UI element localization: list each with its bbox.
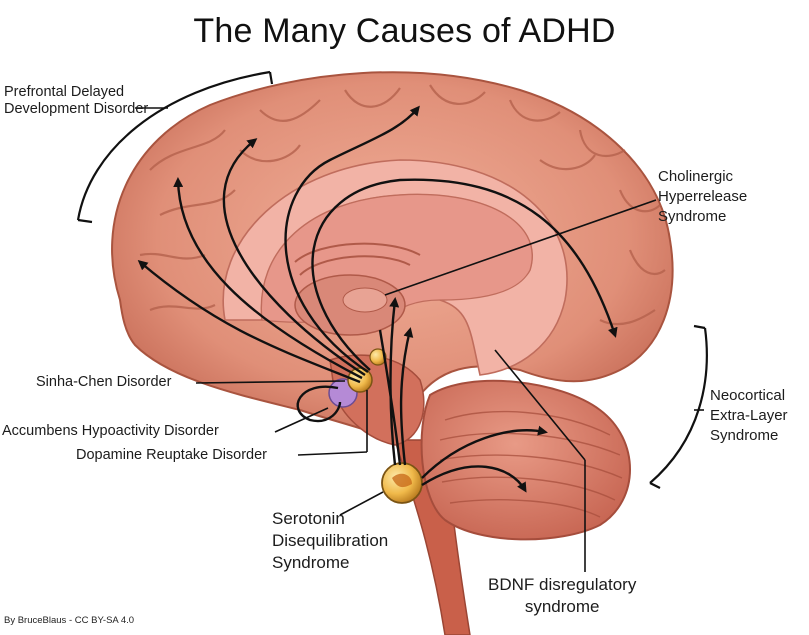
label-prefrontal: Prefrontal Delayed Development Disorder [4,84,149,117]
neocortical-bracket [649,327,708,484]
label-sinha-chen: Sinha-Chen Disorder [36,374,172,390]
pathway-frontal-1 [137,260,361,384]
prefrontal-bracket [76,70,271,221]
label-serotonin: Serotonin Disequilibration Syndrome [272,509,389,572]
label-dopamine: Dopamine Reuptake Disorder [76,447,268,463]
neural-pathways [137,105,618,493]
pathway-frontal-3 [222,138,366,377]
label-accumbens: Accumbens Hypoactivity Disorder [2,423,219,439]
cerebellum [420,379,631,541]
pathway-cingulate [311,178,618,371]
label-neocortical: Neocortical Extra-Layer Syndrome [710,387,788,444]
cortex-gyri [139,84,666,326]
basal-nucleus [369,348,387,366]
leader-lines [135,107,704,572]
label-bdnf: BDNF disregulatory syndrome [488,575,637,616]
pathway-cereb-2 [421,465,527,493]
diagram-title: The Many Causes of ADHD [193,12,616,50]
pathway-raphe-up-2 [378,329,402,466]
image-credit: By BruceBlaus - CC BY-SA 4.0 [4,615,135,626]
pathway-raphe-up-3 [399,327,414,466]
cerebellum-folds [439,410,623,518]
pathway-frontal-2 [173,177,363,380]
pathway-dorsal [284,105,420,373]
label-cholinergic: Cholinergic Hyperrelease Syndrome [658,168,748,225]
pathway-loop [296,385,342,423]
pathway-cereb-1 [421,425,548,479]
